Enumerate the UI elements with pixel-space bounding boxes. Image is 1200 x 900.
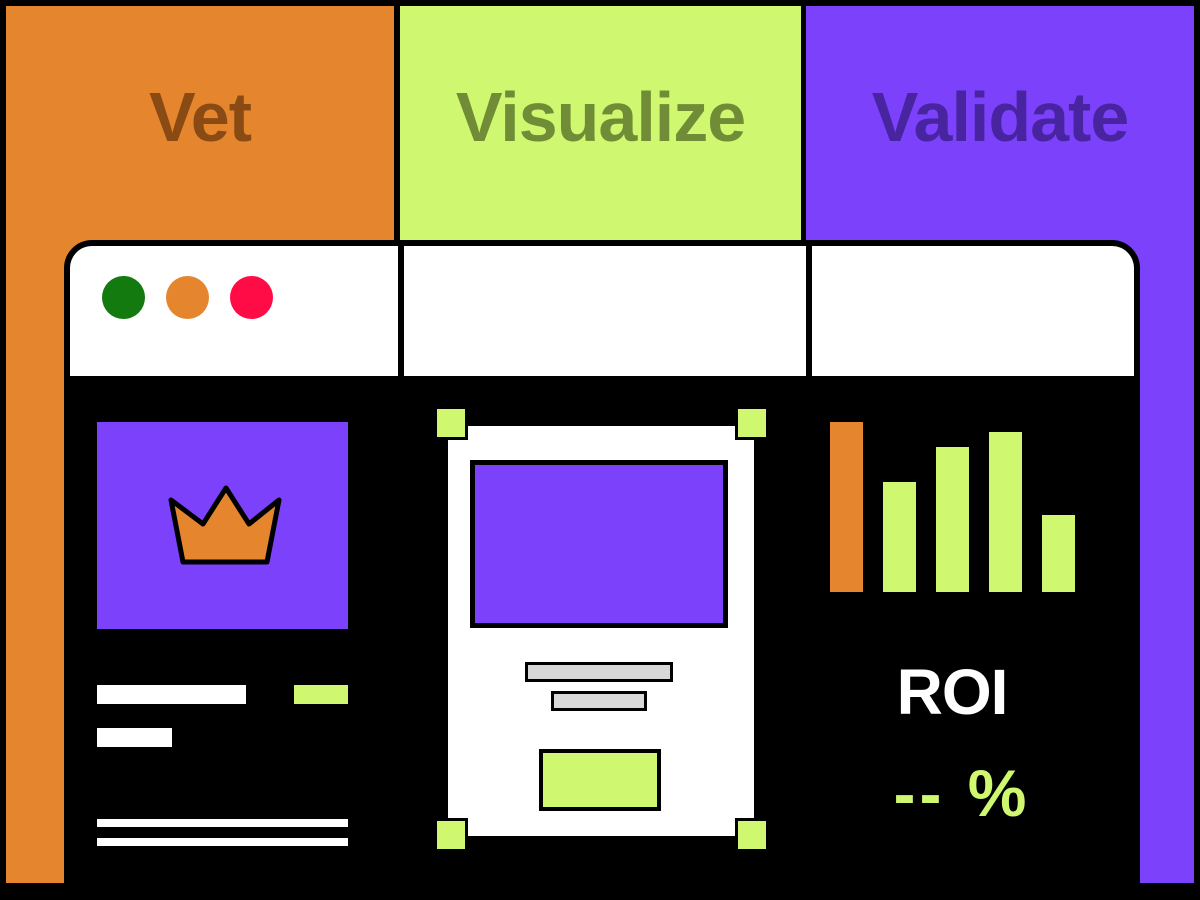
- roi-label: ROI: [896, 656, 1009, 728]
- column-validate-label: Validate: [871, 78, 1130, 156]
- title-bar-divider: [398, 246, 404, 382]
- text-line-placeholder: [97, 685, 246, 704]
- title-bar-divider: [806, 246, 812, 382]
- column-visualize: Visualize: [400, 6, 801, 242]
- browser-title-bar: [70, 246, 1134, 382]
- close-window-button[interactable]: [230, 276, 273, 319]
- column-vet-label: Vet: [148, 78, 252, 156]
- chart-bar-3: [936, 447, 969, 592]
- column-visualize-label: Visualize: [455, 78, 746, 156]
- resize-handle-top-left[interactable]: [434, 406, 468, 440]
- minimize-window-button[interactable]: [166, 276, 209, 319]
- chart-bar-1: [830, 422, 863, 592]
- resize-handle-bottom-right[interactable]: [735, 818, 769, 852]
- crown-icon: [168, 485, 282, 565]
- tag-placeholder: [294, 685, 348, 704]
- mockup-button-placeholder: [539, 749, 661, 811]
- crown-card: [97, 422, 348, 629]
- text-line-placeholder: [97, 838, 348, 846]
- mockup-text-line: [551, 691, 647, 711]
- chart-bar-4: [989, 432, 1022, 592]
- text-line-placeholder: [97, 728, 172, 747]
- maximize-window-button[interactable]: [102, 276, 145, 319]
- browser-window: ROI -- %: [64, 240, 1140, 900]
- chart-bar-2: [883, 482, 916, 592]
- resize-handle-top-right[interactable]: [735, 406, 769, 440]
- text-line-placeholder: [97, 819, 348, 827]
- mockup-image-placeholder: [470, 460, 728, 628]
- resize-handle-bottom-left[interactable]: [434, 818, 468, 852]
- mockup-text-line: [525, 662, 673, 682]
- roi-value: -- %: [893, 756, 1031, 830]
- chart-bar-5: [1042, 515, 1075, 592]
- bar-chart: [830, 422, 1075, 592]
